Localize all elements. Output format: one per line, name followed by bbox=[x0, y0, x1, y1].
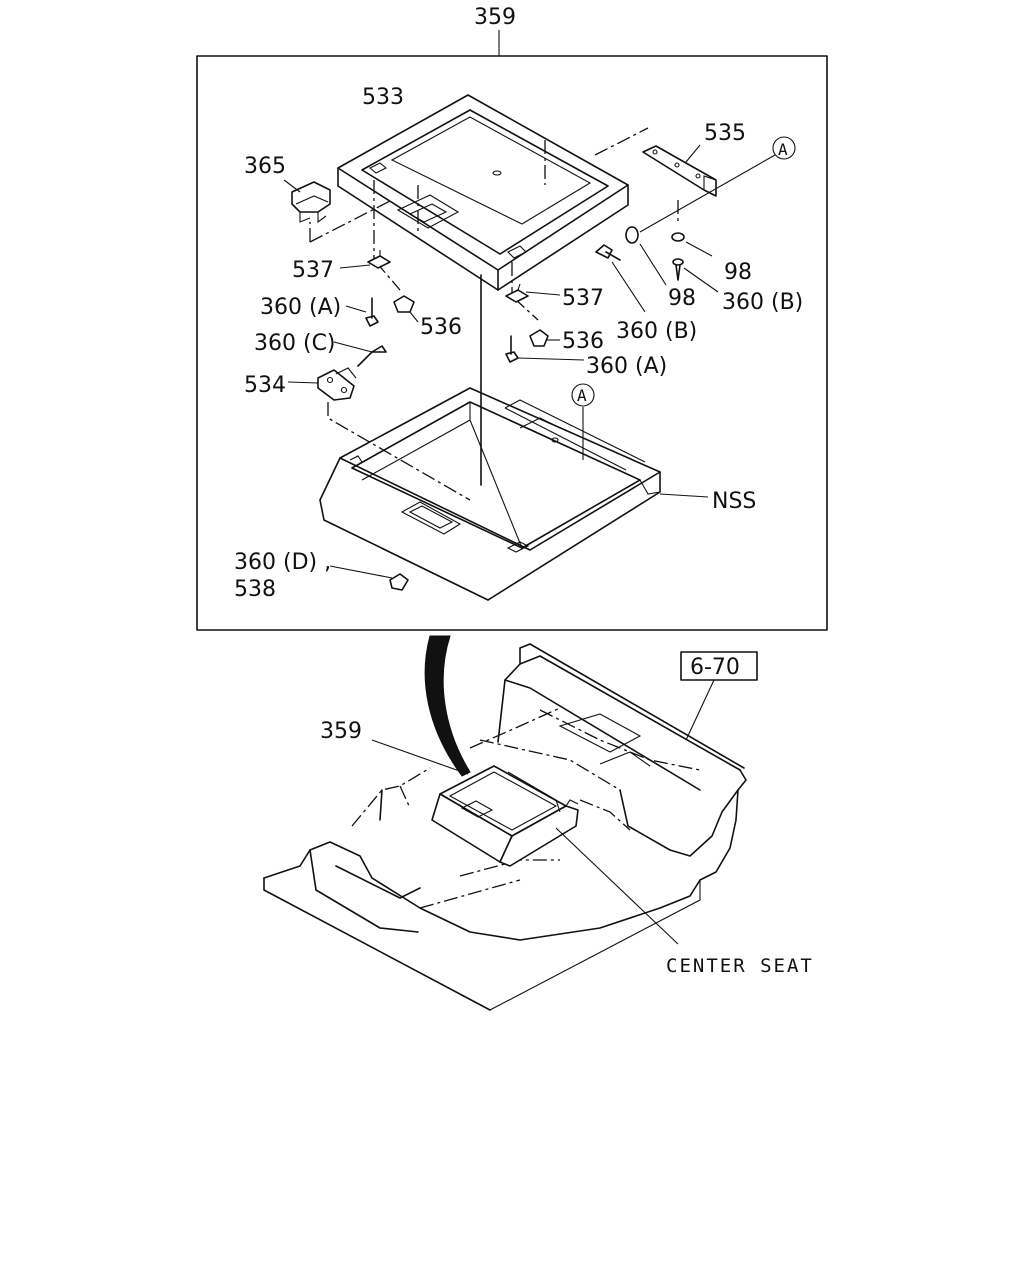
label-537-right: 537 bbox=[562, 286, 604, 311]
bracket-535 bbox=[642, 145, 717, 197]
page-ref-box bbox=[680, 651, 758, 681]
screw-360c bbox=[357, 345, 387, 367]
label-98-right: 98 bbox=[724, 260, 752, 285]
label-360a-left: 360 (A) bbox=[260, 295, 341, 320]
exploded-view-frame bbox=[196, 55, 828, 631]
label-360d: 360 (D) , bbox=[234, 550, 331, 575]
screw-360a-right bbox=[505, 335, 519, 363]
latch-534 bbox=[317, 367, 357, 401]
label-page-ref: 6-70 bbox=[690, 655, 740, 680]
exploded-view bbox=[196, 30, 828, 631]
label-nss: NSS bbox=[712, 489, 756, 514]
label-536-right: 536 bbox=[562, 329, 604, 354]
screw-360b-right bbox=[672, 258, 684, 281]
label-98-left: 98 bbox=[668, 286, 696, 311]
vehicle-location-view bbox=[263, 635, 758, 1011]
label-360a-right: 360 (A) bbox=[586, 354, 667, 379]
clip-536-left bbox=[393, 295, 415, 313]
label-535: 535 bbox=[704, 121, 746, 146]
screw-360b-left bbox=[595, 244, 621, 261]
ref-a-circle-top bbox=[772, 136, 796, 160]
fastener-360d bbox=[389, 573, 409, 591]
hinge-537-left bbox=[367, 250, 391, 269]
ref-a-circle-mid bbox=[571, 383, 595, 407]
label-center-seat: CENTER SEAT bbox=[666, 955, 814, 977]
clip-536-right bbox=[529, 329, 549, 347]
label-ref-a-mid: A bbox=[577, 386, 587, 405]
upper-lid-533 bbox=[337, 94, 629, 291]
label-536-left: 536 bbox=[420, 315, 462, 340]
label-359-bottom: 359 bbox=[320, 719, 362, 744]
label-533: 533 bbox=[362, 85, 404, 110]
label-360c: 360 (C) bbox=[254, 331, 336, 356]
label-360b-left: 360 (B) bbox=[616, 319, 697, 344]
screw-360a-left bbox=[365, 297, 379, 327]
label-359-top: 359 bbox=[474, 5, 516, 30]
label-538: 538 bbox=[234, 577, 276, 602]
console-body bbox=[319, 387, 661, 601]
label-ref-a-top: A bbox=[778, 140, 788, 159]
hinge-537-right bbox=[505, 283, 529, 303]
location-arrow bbox=[424, 635, 471, 777]
console-assembly-359 bbox=[431, 765, 579, 867]
label-537-left: 537 bbox=[292, 258, 334, 283]
label-534: 534 bbox=[244, 373, 286, 398]
switch-365 bbox=[291, 181, 331, 224]
label-365: 365 bbox=[244, 154, 286, 179]
label-360b-right: 360 (B) bbox=[722, 290, 803, 315]
